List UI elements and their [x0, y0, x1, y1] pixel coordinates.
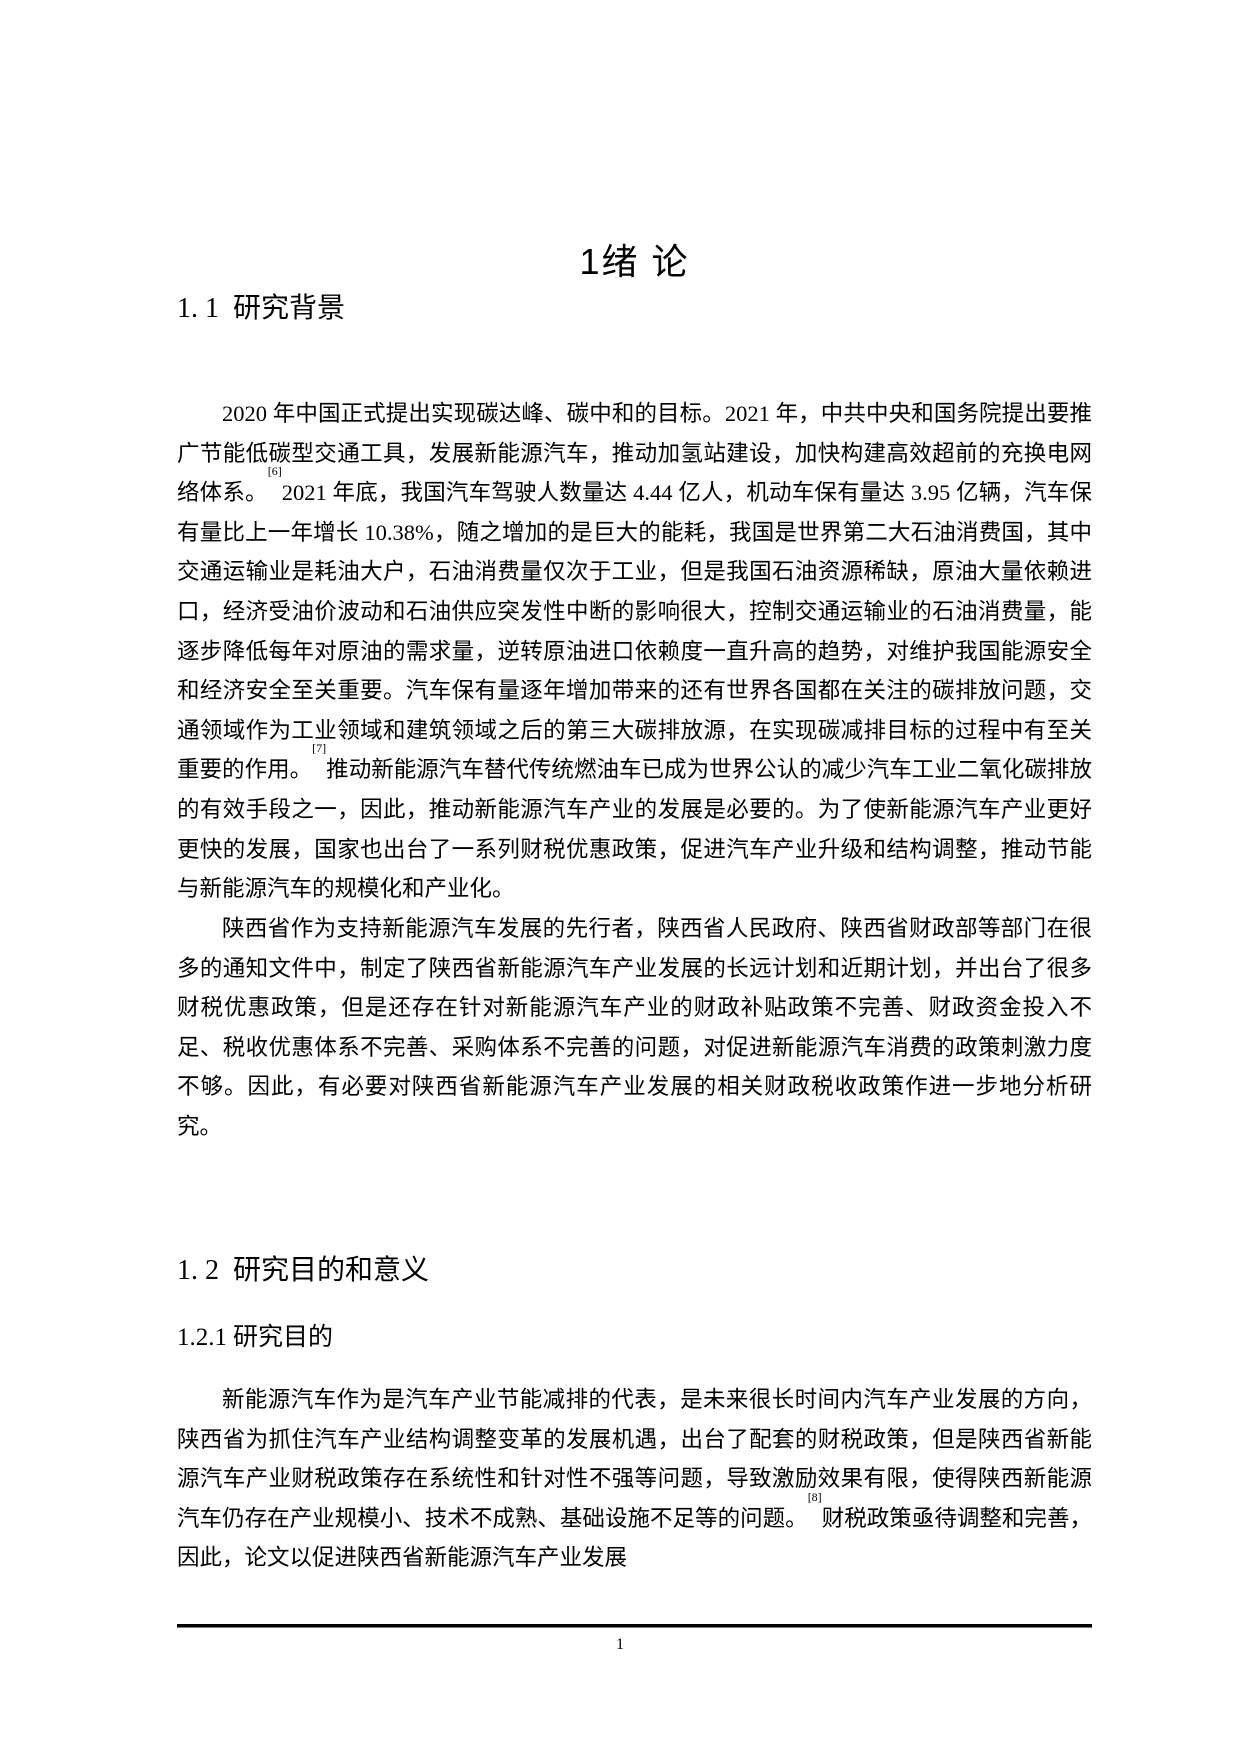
paragraph-text: 陕西省作为支持新能源汽车发展的先行者，陕西省人民政府、陕西省财政部等部门在很多的…	[177, 916, 1092, 1139]
subsection-title: 研究目的	[233, 1323, 334, 1351]
citation-ref: [6]	[267, 464, 282, 479]
chapter-title: 1绪 论	[177, 242, 1092, 282]
paragraph-text: 2021 年底，我国汽车驾驶人数量达 4.44 亿人，机动车保有量达 3.95 …	[177, 480, 1092, 783]
paragraph-text: 财税政策亟待调整和完善，因此，论文以促进陕西省新能源汽车产业发展	[177, 1505, 1092, 1571]
section-heading-1-2: 1. 2 研究目的和意义	[177, 1254, 429, 1287]
paragraph-background-2: 陕西省作为支持新能源汽车发展的先行者，陕西省人民政府、陕西省财政部等部门在很多的…	[177, 909, 1092, 1147]
section-number: 1. 1	[177, 293, 219, 324]
paragraph-text: 新能源汽车作为是汽车产业节能减排的代表，是未来很长时间内汽车产业发展的方向，陕西…	[177, 1387, 1092, 1531]
chapter-number: 1	[579, 241, 602, 282]
page-number: 1	[616, 1636, 624, 1653]
citation-ref: [8]	[807, 1489, 822, 1504]
subsection-number: 1.2.1	[177, 1324, 227, 1351]
paragraph-text: 2020 年中国正式提出实现碳达峰、碳中和的目标。2021 年，中共中央和国务院…	[177, 401, 1092, 506]
section-number: 1. 2	[177, 1255, 219, 1286]
paragraph-background-1: 2020 年中国正式提出实现碳达峰、碳中和的目标。2021 年，中共中央和国务院…	[177, 394, 1092, 909]
section-title: 研究背景	[233, 292, 346, 323]
footer-divider	[177, 1624, 1092, 1628]
section-title: 研究目的和意义	[233, 1254, 430, 1285]
chapter-title-text: 绪 论	[601, 241, 690, 282]
section-heading-1-1: 1. 1 研究背景	[177, 292, 345, 325]
paragraph-text: 推动新能源汽车替代传统燃油车已成为世界公认的减少汽车工业二氧化碳排放的有效手段之…	[177, 757, 1092, 902]
paragraph-purpose-1: 新能源汽车作为是汽车产业节能减排的代表，是未来很长时间内汽车产业发展的方向，陕西…	[177, 1380, 1092, 1578]
citation-ref: [7]	[312, 741, 327, 756]
